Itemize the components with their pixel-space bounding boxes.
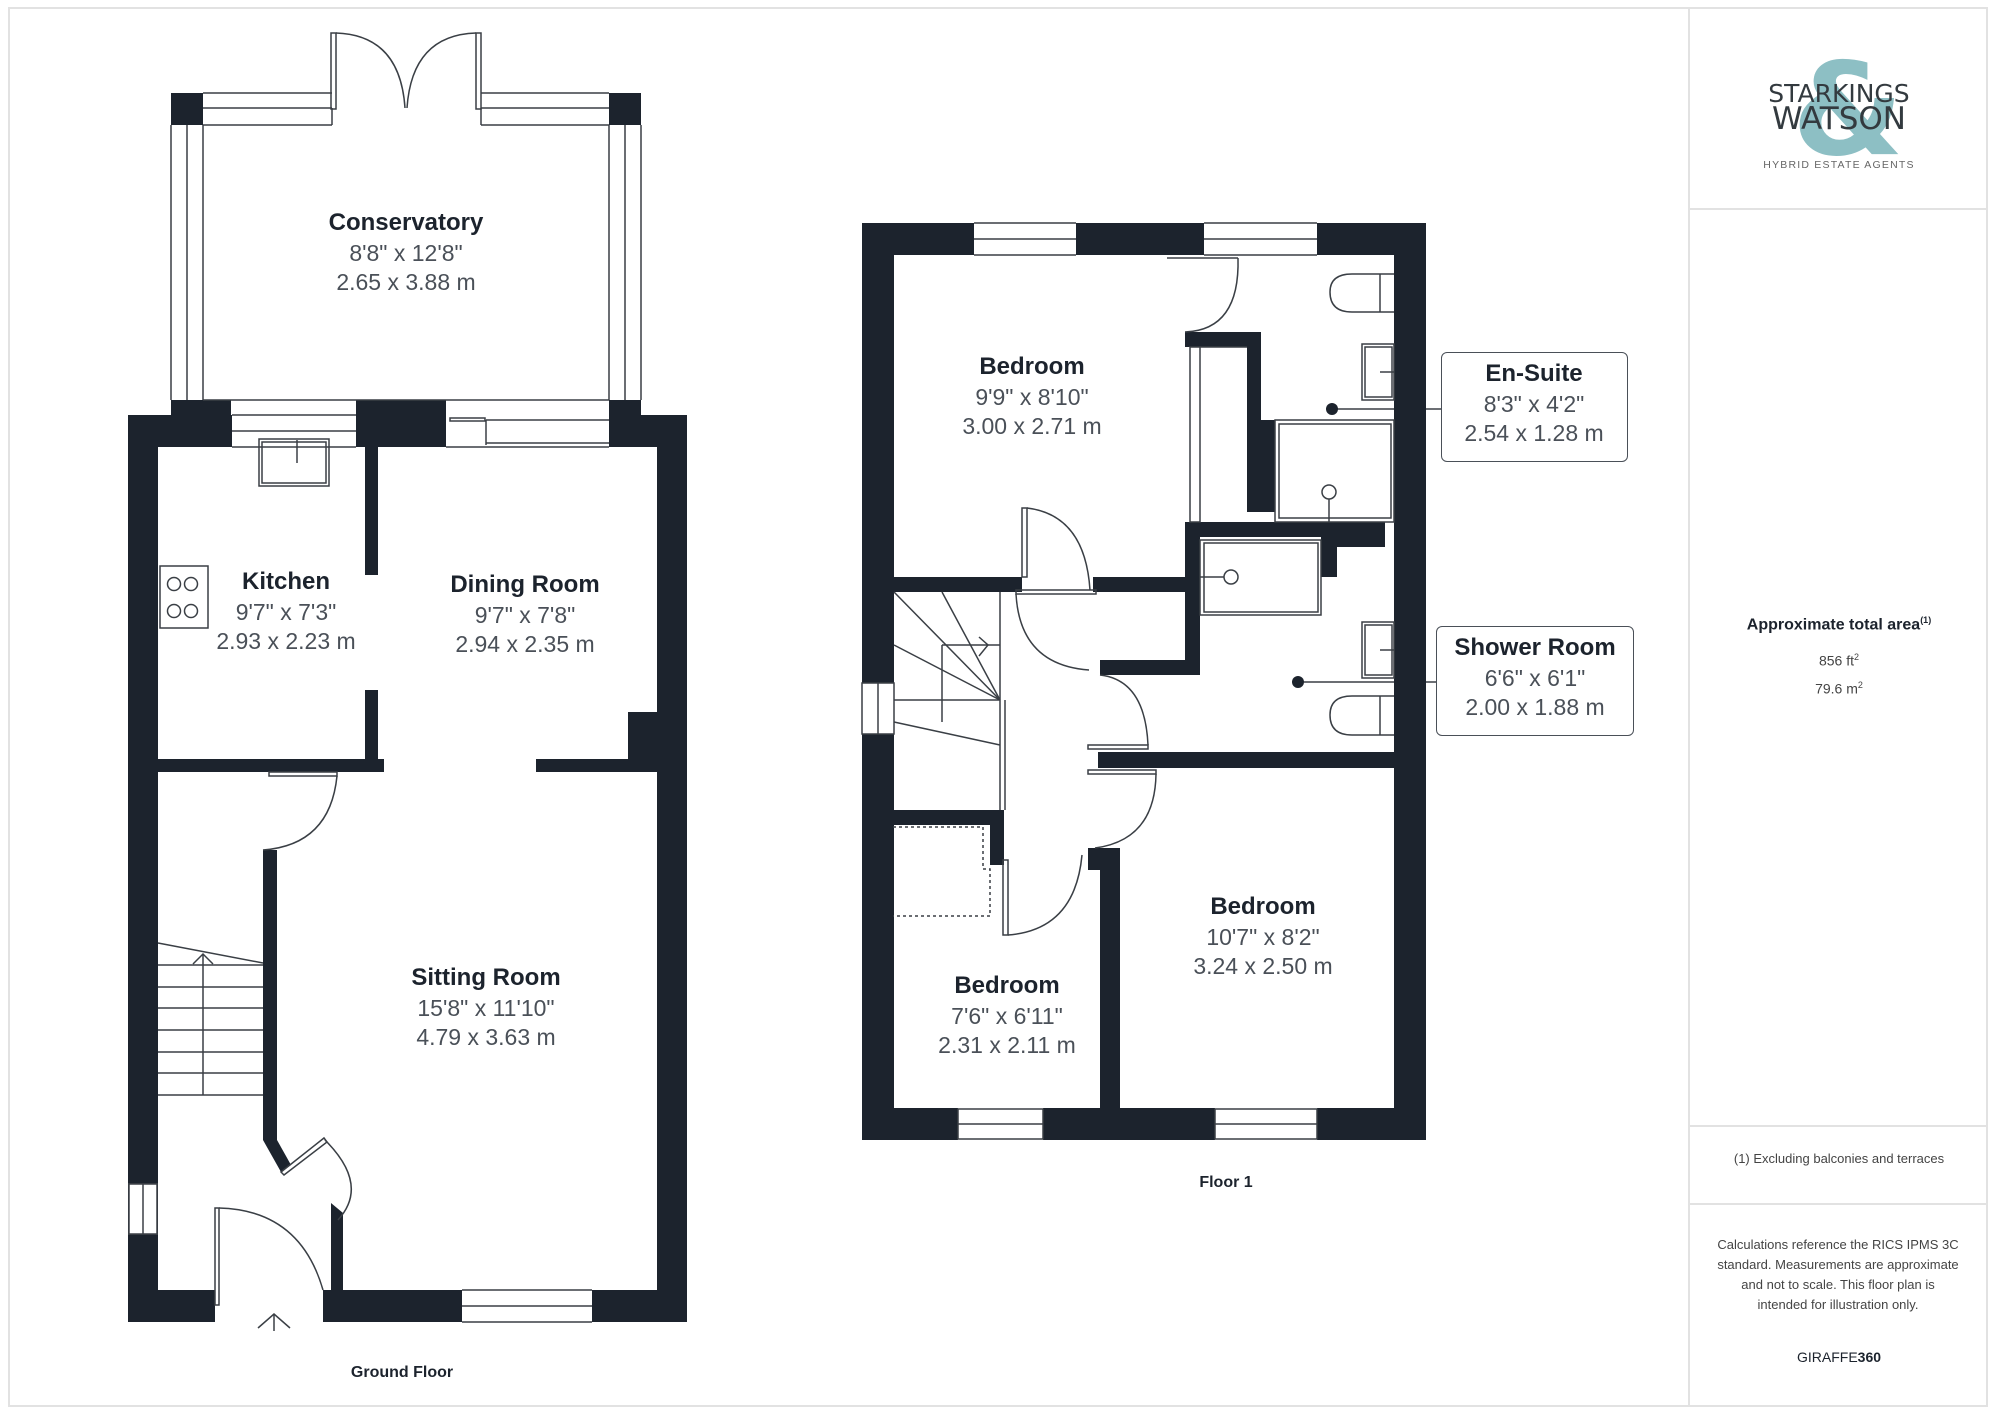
- logo-ampersand: &: [1792, 36, 1904, 185]
- room-label-bedroom-2: Bedroom 10'7" x 8'2" 3.24 x 2.50 m: [1193, 895, 1332, 978]
- provider-logo: GIRAFFE360: [1690, 1349, 1988, 1365]
- room-dimensions-metric: 2.00 x 1.88 m: [1465, 694, 1605, 720]
- agent-logo: & STARKINGS WATSON HYBRID ESTATE AGENTS: [1690, 7, 1988, 210]
- room-dimensions-imperial: 15'8" x 11'10": [417, 995, 555, 1021]
- room-label-kitchen: Kitchen 9'7" x 7'3" 2.93 x 2.23 m: [216, 570, 355, 653]
- room-dimensions-imperial: 10'7" x 8'2": [1206, 924, 1320, 950]
- room-dimensions-imperial: 9'7" x 7'8": [474, 602, 576, 628]
- room-name: Bedroom: [954, 972, 1060, 999]
- area-sq-ft-value: 856 ft: [1818, 652, 1854, 669]
- room-name: Sitting Room: [411, 964, 561, 991]
- area-sq-m-value: 79.6 m: [1815, 680, 1858, 697]
- room-dimensions-metric: 2.65 x 3.88 m: [336, 269, 476, 295]
- room-dimensions-metric: 2.93 x 2.23 m: [216, 628, 356, 654]
- room-label-en-suite: En-Suite 8'3" x 4'2" 2.54 x 1.28 m: [1464, 362, 1603, 445]
- unit-superscript: 2: [1854, 652, 1860, 662]
- room-dimensions-metric: 2.54 x 1.28 m: [1464, 420, 1604, 446]
- room-dimensions-metric: 3.24 x 2.50 m: [1193, 953, 1333, 979]
- footnote-marker: (1): [1920, 615, 1932, 625]
- room-name: Kitchen: [241, 568, 331, 595]
- area-title-text: Approximate total area: [1746, 616, 1921, 634]
- logo-tagline: HYBRID ESTATE AGENTS: [1763, 159, 1915, 171]
- room-dimensions-imperial: 7'6" x 6'11": [951, 1003, 1063, 1029]
- room-label-dining-room: Dining Room 9'7" x 7'8" 2.94 x 2.35 m: [450, 573, 599, 656]
- room-dimensions-imperial: 6'6" x 6'1": [1484, 665, 1586, 691]
- room-label-sitting-room: Sitting Room 15'8" x 11'10" 4.79 x 3.63 …: [411, 966, 560, 1049]
- total-area-title: Approximate total area(1): [1690, 615, 1988, 634]
- disclaimer-text: Calculations reference the RICS IPMS 3C …: [1717, 1237, 1959, 1312]
- provider-suffix: 360: [1857, 1349, 1882, 1365]
- room-dimensions-metric: 2.94 x 2.35 m: [455, 631, 595, 657]
- floor-label-floor-1: Floor 1: [1199, 1174, 1253, 1191]
- area-sq-m: 79.6 m2: [1690, 680, 1988, 697]
- room-label-conservatory: Conservatory 8'8" x 12'8" 2.65 x 3.88 m: [329, 211, 484, 294]
- room-dimensions-imperial: 8'8" x 12'8": [349, 240, 463, 266]
- room-label-shower-room: Shower Room 6'6" x 6'1" 2.00 x 1.88 m: [1454, 636, 1615, 719]
- room-name: Dining Room: [450, 571, 600, 598]
- room-label-bedroom-3: Bedroom 7'6" x 6'11" 2.31 x 2.11 m: [938, 974, 1076, 1057]
- area-sq-ft: 856 ft2: [1690, 652, 1988, 669]
- logo-line-2: WATSON: [1772, 101, 1906, 137]
- room-name: Shower Room: [1454, 634, 1616, 661]
- page-frame: [8, 7, 1988, 1407]
- room-dimensions-metric: 3.00 x 2.71 m: [962, 413, 1102, 439]
- unit-superscript: 2: [1857, 680, 1863, 690]
- footnote-text: (1) Excluding balconies and terraces: [1733, 1151, 1945, 1166]
- callout-shower-room: [1436, 626, 1634, 736]
- room-dimensions-metric: 4.79 x 3.63 m: [416, 1024, 556, 1050]
- room-dimensions-imperial: 9'9" x 8'10": [975, 384, 1089, 410]
- disclaimer-section: Calculations reference the RICS IPMS 3C …: [1690, 1205, 1988, 1407]
- logo-line-1: STARKINGS: [1768, 79, 1910, 108]
- footnote-section: (1) Excluding balconies and terraces: [1690, 1125, 1988, 1205]
- room-dimensions-imperial: 9'7" x 7'3": [235, 599, 337, 625]
- room-name: Bedroom: [1210, 893, 1316, 920]
- info-panel: & STARKINGS WATSON HYBRID ESTATE AGENTS …: [1688, 7, 1988, 1407]
- room-label-bedroom-1: Bedroom 9'9" x 8'10" 3.00 x 2.71 m: [962, 355, 1101, 438]
- room-dimensions-metric: 2.31 x 2.11 m: [938, 1032, 1076, 1058]
- floor-label-ground: Ground Floor: [350, 1364, 454, 1381]
- total-area-section: Approximate total area(1) 856 ft2 79.6 m…: [1690, 210, 1988, 1127]
- room-name: En-Suite: [1485, 360, 1583, 387]
- room-name: Conservatory: [328, 209, 484, 236]
- callout-en-suite: [1441, 352, 1628, 462]
- room-name: Bedroom: [979, 353, 1085, 380]
- room-dimensions-imperial: 8'3" x 4'2": [1483, 391, 1585, 417]
- provider-prefix: GIRAFFE: [1796, 1349, 1858, 1365]
